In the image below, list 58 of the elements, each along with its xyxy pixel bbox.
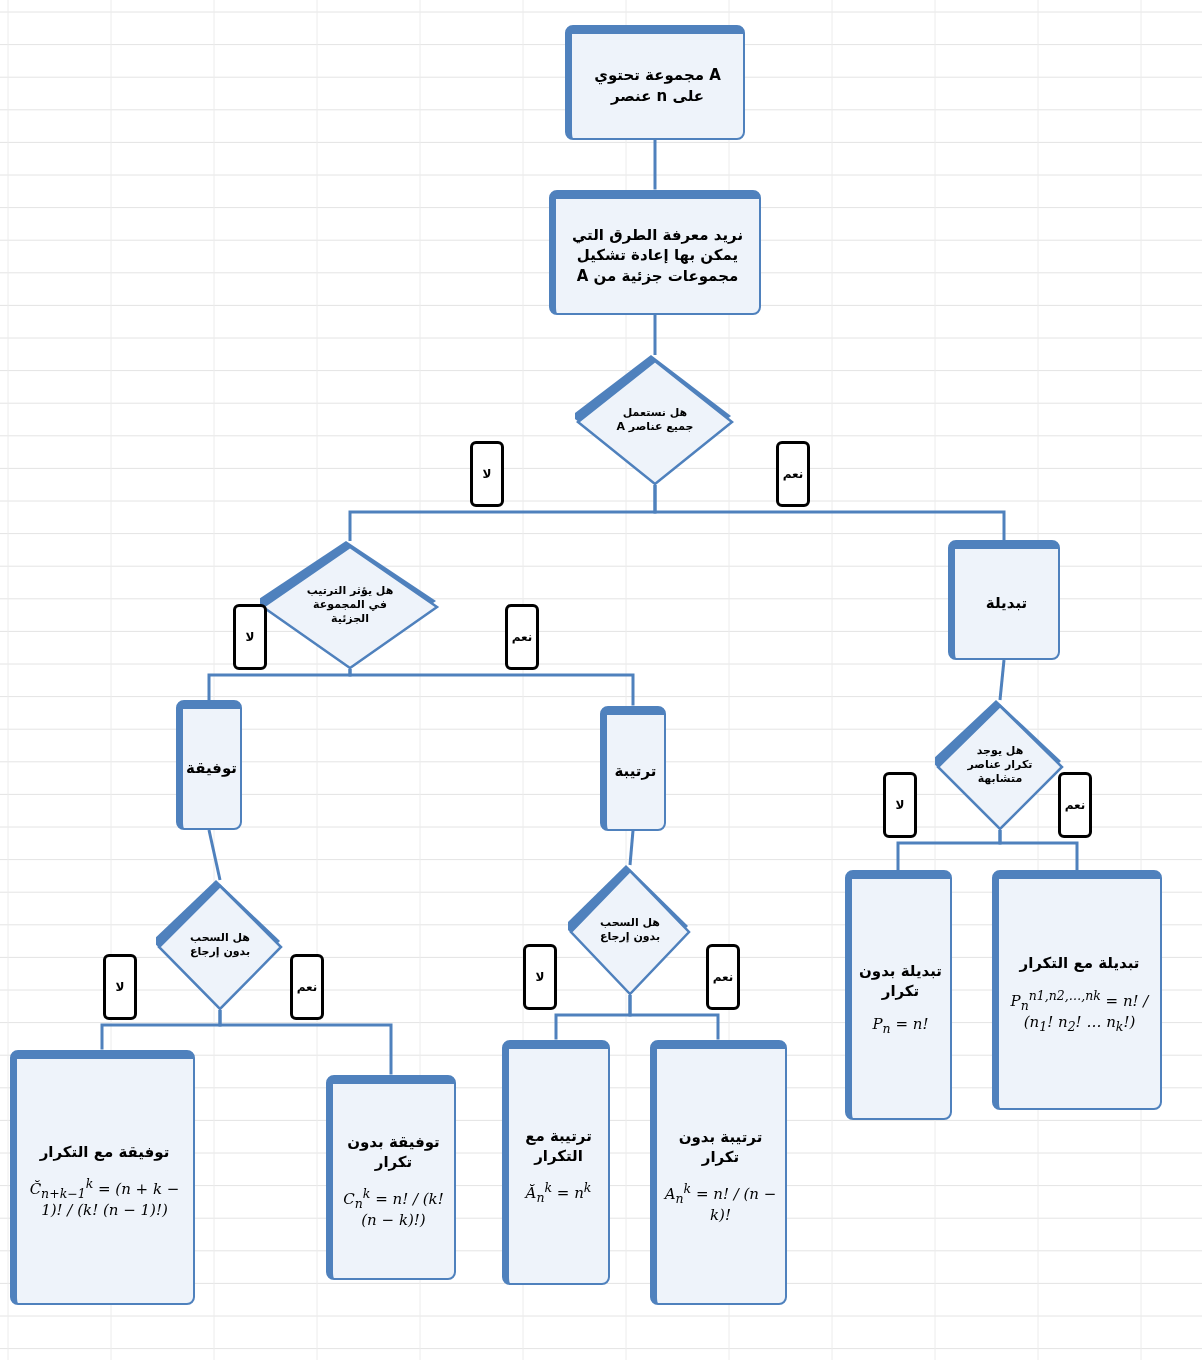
- formula: C$_{n}$$^{k}$ = n! / (k! (n − k)!): [342, 1186, 445, 1230]
- connector-line: [207, 829, 222, 881]
- box-text: تبديلة: [985, 593, 1028, 614]
- process-box: [549, 189, 761, 315]
- formula: P$_{n}$$^{n1,n2,…,nk}$ = n! / (n$_{1}$! n$_{2}$! … n$_{k}$!): [1009, 987, 1151, 1034]
- connector-line: [998, 659, 1006, 701]
- connector-line: [348, 669, 635, 706]
- question-text: هل السحب بدون إرجاع: [598, 915, 662, 945]
- box-text: ترتيبة: [614, 761, 657, 782]
- question-text: هل السحب بدون إرجاع: [188, 930, 252, 960]
- formula: C̆$_{n+k−1}$$^{k}$ = (n + k − 1)! / (k! (n − 1)!): [28, 1176, 181, 1220]
- formula-box: [649, 1039, 787, 1305]
- answer-label: لا: [103, 954, 137, 1020]
- box-text: A مجموعة تحتوي على n عنصر: [593, 65, 722, 106]
- formula: Ă$_{n}$$^{k}$ = n$^{k}$: [525, 1180, 592, 1206]
- connector-line: [653, 314, 657, 355]
- formula: A$_{n}$$^{k}$ = n! / (n − k)!: [662, 1181, 778, 1225]
- answer-label: لا: [470, 441, 504, 507]
- decision-diamond: [935, 700, 1065, 830]
- process-box: [176, 700, 242, 830]
- box-title: ترتيبة بدون تكرار: [677, 1126, 764, 1168]
- answer-label: لا: [233, 604, 267, 670]
- formula: P$_{n}$ = n!: [872, 1015, 929, 1037]
- answer-label: نعم: [776, 441, 810, 507]
- process-box: [600, 705, 666, 831]
- box-title: تبديلة بدون تكرار: [858, 960, 943, 1002]
- box-text: نريد معرفة الطرق التي يمكن بها إعادة تشكيل مجموعات جزئية من A: [570, 225, 745, 286]
- connector-line: [628, 830, 635, 866]
- formula-box: [9, 1049, 195, 1305]
- box-title: ترتيبة مع التكرار: [524, 1125, 593, 1167]
- formula-box: [326, 1074, 456, 1280]
- decision-diamond: [568, 865, 692, 995]
- answer-label: لا: [883, 772, 917, 838]
- process-box: [948, 540, 1060, 660]
- answer-label: نعم: [1058, 772, 1092, 838]
- connector-line: [218, 1010, 393, 1075]
- box-title: تبديلة مع التكرار: [1019, 953, 1140, 974]
- answer-label: لا: [523, 944, 557, 1010]
- process-box: [565, 24, 745, 140]
- answer-label: نعم: [290, 954, 324, 1020]
- connector-line: [653, 139, 657, 190]
- decision-diamond: [156, 880, 284, 1010]
- answer-label: نعم: [505, 604, 539, 670]
- connector-line: [628, 995, 720, 1040]
- box-title: توفيقة مع التكرار: [39, 1141, 170, 1163]
- question-text: هل يؤثر الترتيب في المجموعة الجزئية: [305, 583, 395, 627]
- question-text: هل نستعمل جميع عناصر A: [615, 405, 695, 435]
- decision-diamond: [260, 541, 440, 669]
- connector-line: [653, 485, 1006, 540]
- formula-box: [502, 1039, 610, 1285]
- box-text: توفيقة: [186, 758, 237, 779]
- decision-diamond: [575, 355, 735, 485]
- box-title: توفيقة بدون تكرار: [346, 1131, 441, 1173]
- question-text: هل يوجد تكرار عناصر متشابهة: [966, 743, 1034, 787]
- formula-box: [844, 870, 952, 1120]
- formula-box: [992, 870, 1162, 1110]
- answer-label: نعم: [706, 944, 740, 1010]
- connector-line: [998, 830, 1079, 870]
